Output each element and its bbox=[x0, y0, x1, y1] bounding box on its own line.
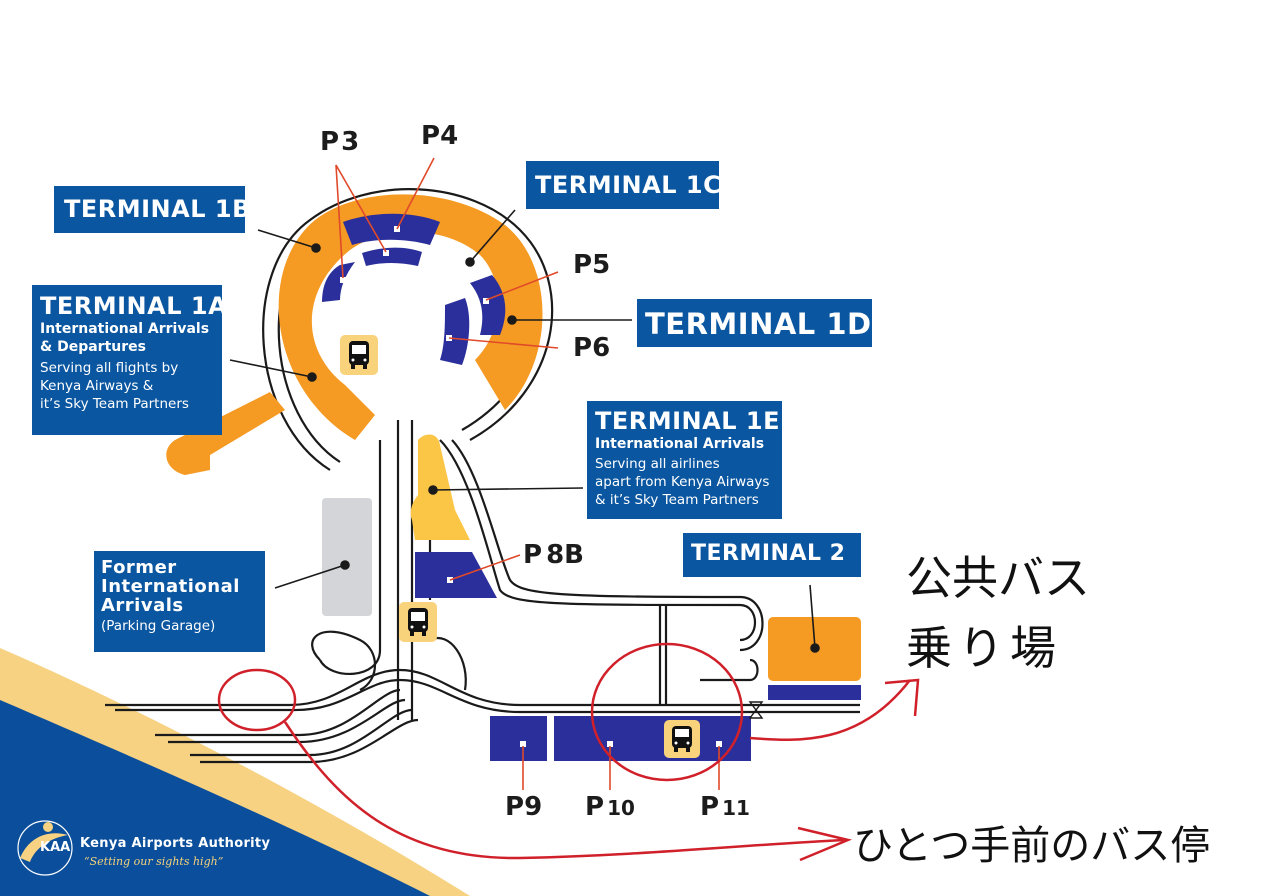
parking-prefix: P bbox=[573, 333, 593, 363]
terminal-1e-subtitle-1: International Arrivals bbox=[595, 436, 765, 452]
bus-stop-p11[interactable] bbox=[664, 720, 700, 758]
brand-swoosh bbox=[0, 648, 470, 896]
previous-stop-circle bbox=[217, 668, 297, 732]
former-arrivals-line-2: International bbox=[101, 576, 240, 597]
bus-stop-p8[interactable] bbox=[399, 602, 437, 642]
arrow-to-public-bus bbox=[749, 679, 911, 742]
parking-prefix: P bbox=[320, 127, 340, 157]
parking-prefix: P bbox=[421, 121, 441, 151]
parking-p5 bbox=[470, 275, 506, 335]
parking-label-p4: P4 bbox=[421, 121, 458, 151]
terminal-1a-desc-3: it’s Sky Team Partners bbox=[40, 396, 189, 412]
terminal-1a-subtitle-2: & Departures bbox=[40, 339, 146, 355]
terminal-leader-lines bbox=[229, 209, 820, 653]
parking-label-p9: P9 bbox=[505, 792, 542, 822]
parking-number: 8B bbox=[546, 540, 584, 570]
arrow-head-previous-stop bbox=[797, 826, 853, 862]
former-arrivals-label: Former International Arrivals (Parking G… bbox=[94, 551, 265, 652]
parking-label-p3: P3 bbox=[320, 127, 359, 157]
parking-number: 6 bbox=[592, 333, 611, 363]
terminal-1d-title: TERMINAL 1D bbox=[645, 307, 872, 341]
parking-prefix: P bbox=[523, 540, 543, 570]
kaa-logo bbox=[17, 820, 73, 876]
terminal-1b-label: TERMINAL 1B bbox=[54, 186, 251, 233]
parking-p9 bbox=[490, 716, 547, 761]
kaa-abbr: KAA bbox=[40, 840, 71, 855]
parking-p3b bbox=[322, 262, 355, 302]
terminal-1e-desc-3: & it’s Sky Team Partners bbox=[595, 492, 759, 508]
terminal-1e-building bbox=[410, 434, 470, 540]
arrow-head-public-bus bbox=[884, 678, 920, 717]
terminal-1b-title: TERMINAL 1B bbox=[64, 195, 251, 223]
terminal-1c-title: TERMINAL 1C bbox=[535, 171, 722, 199]
parking-p8b bbox=[415, 552, 497, 598]
public-bus-stop-annotation-line-1: 公共バス bbox=[906, 551, 1090, 605]
parking-number: 10 bbox=[607, 796, 635, 820]
terminal-1d-label: TERMINAL 1D bbox=[637, 299, 872, 347]
terminal-1c-label: TERMINAL 1C bbox=[526, 161, 722, 209]
parking-number: 9 bbox=[524, 792, 543, 822]
parking-p6 bbox=[440, 298, 470, 365]
kaa-tagline: “Setting our sights high” bbox=[84, 855, 224, 868]
terminal-2-parking-strip bbox=[768, 685, 861, 700]
terminal-2-label: TERMINAL 2 bbox=[683, 533, 861, 577]
public-bus-circle bbox=[590, 642, 744, 782]
previous-bus-stop-annotation: ひとつ手前のバス停 bbox=[853, 823, 1211, 869]
parking-number: 11 bbox=[722, 796, 750, 820]
parking-p3a bbox=[362, 247, 422, 266]
parking-label-p5: P5 bbox=[573, 250, 610, 280]
terminal-1a-subtitle-1: International Arrivals bbox=[40, 321, 210, 337]
gate-icon bbox=[748, 701, 764, 719]
parking-label-p6: P6 bbox=[573, 333, 610, 363]
terminal-1e-label: TERMINAL 1E International Arrivals Servi… bbox=[587, 401, 782, 519]
terminal-1a-desc-1: Serving all flights by bbox=[40, 360, 179, 376]
parking-leader-lines bbox=[335, 157, 720, 790]
parking-p10 bbox=[554, 716, 654, 761]
former-arrivals-line-1: Former bbox=[101, 557, 177, 578]
public-bus-stop-annotation-line-2: 乗り場 bbox=[906, 621, 1062, 675]
former-arrivals-line-3: Arrivals bbox=[101, 595, 184, 616]
parking-prefix: P bbox=[505, 792, 525, 822]
kaa-name: Kenya Airports Authority bbox=[80, 836, 271, 851]
parking-p4 bbox=[343, 213, 440, 245]
parking-number: 5 bbox=[592, 250, 611, 280]
terminal-1e-title: TERMINAL 1E bbox=[595, 407, 780, 435]
terminal-1a-title: TERMINAL 1A bbox=[40, 292, 228, 320]
terminal-1e-desc-2: apart from Kenya Airways bbox=[595, 474, 770, 490]
terminal-1e-desc-1: Serving all airlines bbox=[595, 456, 720, 472]
parking-number: 4 bbox=[440, 121, 459, 151]
red-annotations bbox=[217, 642, 920, 862]
bus-stop-t1[interactable] bbox=[340, 335, 378, 375]
former-arrivals-desc: (Parking Garage) bbox=[101, 618, 216, 634]
parking-prefix: P bbox=[573, 250, 593, 280]
terminal-1a-label: TERMINAL 1A International Arrivals & Dep… bbox=[32, 285, 228, 435]
terminal-2-title: TERMINAL 2 bbox=[691, 541, 846, 566]
parking-prefix: P bbox=[585, 792, 605, 822]
bus-icon bbox=[408, 608, 428, 636]
parking-number: 3 bbox=[341, 127, 360, 157]
parking-prefix: P bbox=[700, 792, 720, 822]
terminal-1-ring bbox=[166, 194, 543, 475]
arrow-to-previous-stop bbox=[283, 721, 846, 860]
bus-icon bbox=[349, 341, 369, 369]
bus-icon bbox=[672, 726, 692, 752]
former-arrivals-building bbox=[322, 498, 372, 616]
terminal-1a-desc-2: Kenya Airways & bbox=[40, 378, 154, 394]
